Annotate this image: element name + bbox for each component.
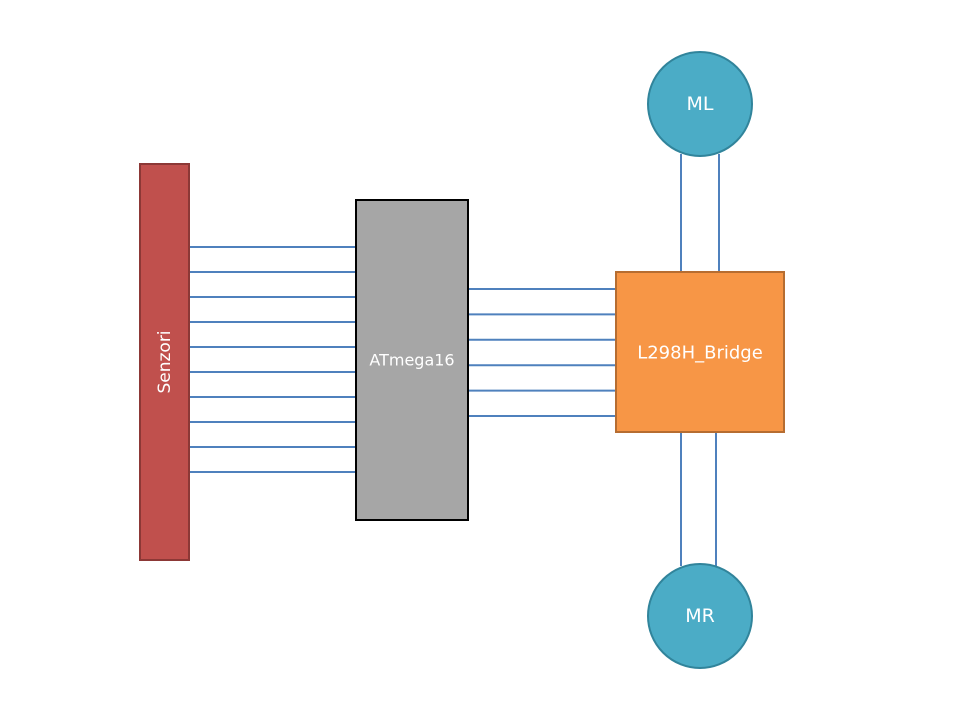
wire-group [189,154,720,566]
mcu-label: ATmega16 [369,350,455,370]
mcu-block [355,199,469,521]
motor-left-label: ML [686,93,714,115]
bridge-label: L298H_Bridge [637,342,763,364]
sensor-block [139,163,190,561]
motor-right-label: MR [685,605,715,627]
sensor-label: Senzori [155,330,175,394]
motor-left [647,51,753,157]
bridge-block [615,271,785,433]
motor-right [647,563,753,669]
